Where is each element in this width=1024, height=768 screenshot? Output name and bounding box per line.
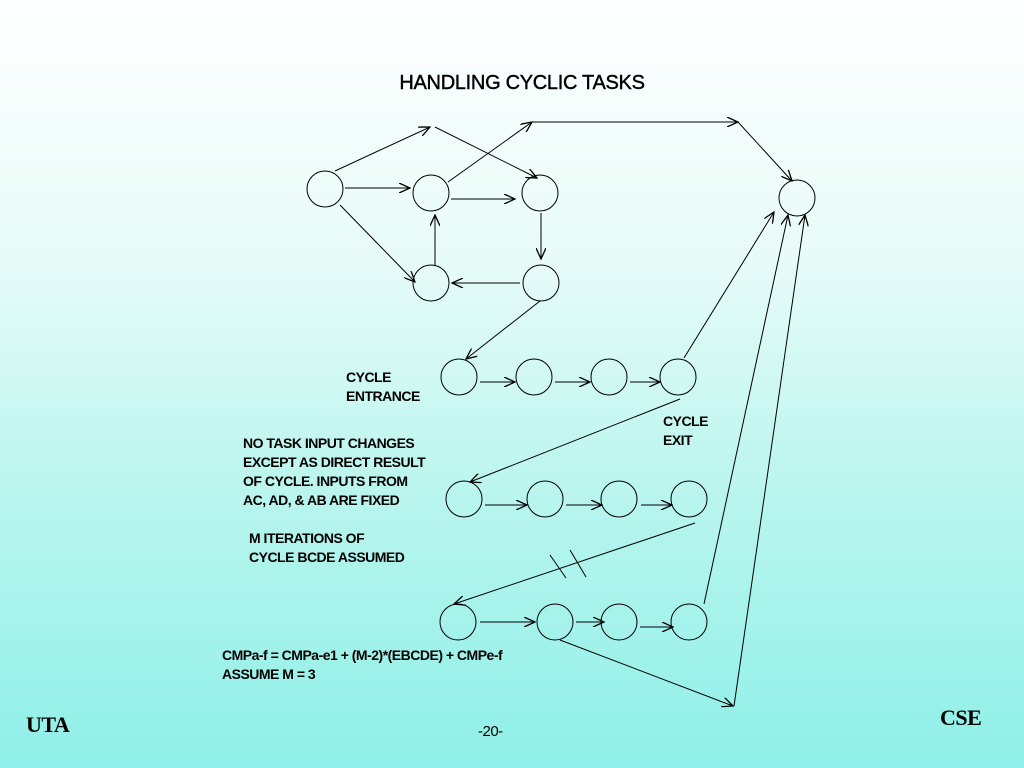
footer-right: CSE	[940, 705, 982, 730]
break-mark	[549, 554, 567, 579]
row1-node	[515, 358, 553, 396]
edge	[559, 639, 733, 706]
edge	[434, 126, 537, 178]
edge	[454, 522, 696, 604]
row3-node	[670, 603, 708, 641]
edge	[470, 398, 681, 482]
node-a	[306, 170, 344, 208]
row2-node	[445, 480, 483, 518]
node-c	[521, 174, 559, 212]
row2-node	[670, 480, 708, 518]
edge	[703, 215, 788, 605]
row2-node	[600, 480, 638, 518]
page-number: -20-	[478, 723, 503, 740]
edge	[466, 300, 541, 359]
row3-node	[600, 603, 638, 641]
edge	[339, 204, 415, 282]
slide-title: HANDLING CYCLIC TASKS	[399, 72, 645, 94]
inputs-note: NO TASK INPUT CHANGES EXCEPT AS DIRECT R…	[243, 435, 426, 508]
row3-node	[439, 603, 477, 641]
edge	[737, 121, 792, 181]
formula-text: CMPa-f = CMPa-e1 + (M-2)*(EBCDE) + CMPe-…	[222, 647, 503, 682]
edge	[733, 215, 805, 707]
node-e	[522, 264, 560, 302]
cycle-entrance-label: CYCLE ENTRANCE	[346, 369, 420, 404]
row1-node	[440, 358, 478, 396]
iterations-note: M ITERATIONS OF CYCLE BCDE ASSUMED	[249, 530, 405, 565]
edge	[334, 127, 430, 172]
node-b	[412, 174, 450, 212]
row1-node	[590, 358, 628, 396]
cycle-exit-label: CYCLE EXIT	[663, 413, 708, 448]
row3-node	[536, 603, 574, 641]
edge	[447, 122, 532, 183]
row1-node	[659, 358, 697, 396]
node-f	[778, 179, 816, 217]
row2-node	[526, 480, 564, 518]
node-d	[412, 264, 450, 302]
footer-left: UTA	[26, 712, 70, 737]
edge	[683, 212, 774, 359]
break-mark	[569, 549, 587, 578]
